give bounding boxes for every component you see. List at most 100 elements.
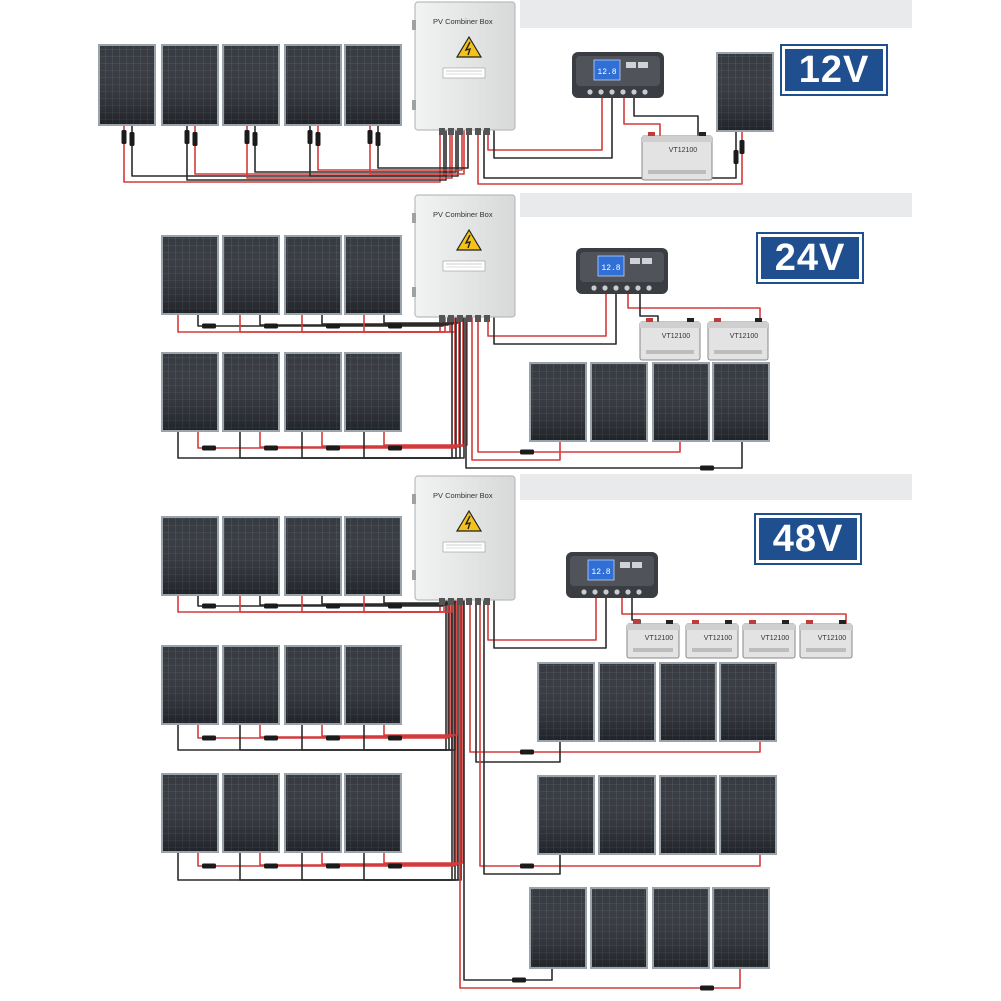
- high-voltage-warning-icon: [455, 509, 483, 532]
- solar-panel: [344, 516, 402, 596]
- solar-panel: [344, 235, 402, 315]
- mc4-connector: [326, 603, 340, 609]
- mc4-connector: [700, 465, 714, 471]
- negative-wire: [493, 598, 607, 649]
- positive-wire: [317, 126, 463, 171]
- mc4-connector: [121, 130, 127, 144]
- charge-controller: 12.8: [566, 552, 658, 598]
- section-band: [520, 193, 912, 217]
- positive-wire: [123, 126, 441, 183]
- combiner-box-title: PV Combiner Box: [433, 210, 493, 219]
- solar-panel: [344, 773, 402, 853]
- battery: VT12100: [641, 132, 713, 181]
- mc4-connector: [315, 132, 321, 146]
- battery: VT12100: [639, 318, 701, 361]
- mc4-connector: [388, 445, 402, 451]
- mc4-connector: [129, 132, 135, 146]
- controller-reading: 12.8: [601, 264, 620, 273]
- mc4-connector: [520, 749, 534, 755]
- high-voltage-warning-icon: [455, 228, 483, 251]
- negative-wire: [363, 600, 456, 751]
- mc4-connector: [202, 445, 216, 451]
- positive-wire: [477, 317, 681, 453]
- mc4-connector: [326, 735, 340, 741]
- negative-wire: [493, 292, 617, 345]
- mc4-connector: [326, 863, 340, 869]
- positive-wire: [479, 600, 761, 867]
- negative-wire: [254, 126, 457, 173]
- solar-panel: [590, 887, 648, 969]
- positive-wire: [459, 600, 741, 989]
- solar-panel: [161, 645, 219, 725]
- mc4-connector: [264, 603, 278, 609]
- solar-panel: [222, 516, 280, 596]
- positive-wire: [259, 317, 460, 448]
- negative-wire: [483, 600, 561, 875]
- positive-wire: [627, 292, 761, 322]
- mc4-connector: [326, 445, 340, 451]
- solar-panel: [344, 44, 402, 126]
- mc4-connector: [739, 140, 745, 154]
- solar-panel: [284, 44, 342, 126]
- solar-panel: [537, 662, 595, 742]
- solar-panel: [284, 773, 342, 853]
- battery: VT12100: [742, 620, 796, 659]
- positive-wire: [471, 317, 561, 461]
- solar-panel: [161, 773, 219, 853]
- positive-wire: [197, 600, 449, 739]
- positive-wire: [246, 126, 453, 179]
- positive-wire: [383, 600, 458, 736]
- mc4-connector: [192, 132, 198, 146]
- controller-display: [593, 59, 621, 81]
- positive-wire: [621, 598, 847, 624]
- mc4-connector: [375, 132, 381, 146]
- mc4-connector: [202, 603, 216, 609]
- mc4-connector: [520, 863, 534, 869]
- solar-panel: [344, 645, 402, 725]
- mc4-connector: [512, 977, 526, 983]
- battery-label: VT12100: [818, 635, 847, 642]
- solar-panel: [719, 662, 777, 742]
- controller-display: [587, 559, 615, 581]
- solar-panel: [222, 44, 280, 126]
- positive-wire: [623, 98, 661, 136]
- solar-panel: [284, 645, 342, 725]
- voltage-badge-24v: 24V: [756, 232, 864, 284]
- mc4-connector: [244, 130, 250, 144]
- solar-panel: [98, 44, 156, 126]
- negative-wire: [309, 126, 459, 177]
- solar-panel: [222, 235, 280, 315]
- battery-label: VT12100: [730, 333, 759, 340]
- mc4-connector: [733, 150, 739, 164]
- solar-panel: [712, 362, 770, 442]
- mc4-connector: [388, 863, 402, 869]
- solar-panel: [598, 662, 656, 742]
- negative-wire: [463, 600, 553, 981]
- charge-controller: 12.8: [572, 52, 664, 98]
- negative-wire: [465, 317, 743, 469]
- combiner-box-title: PV Combiner Box: [433, 17, 493, 26]
- mc4-connector: [202, 323, 216, 329]
- combiner-box-title: PV Combiner Box: [433, 491, 493, 500]
- pv-combiner-box: PV Combiner Box: [412, 475, 516, 605]
- charge-controller: 12.8: [576, 248, 668, 294]
- battery-label: VT12100: [645, 635, 674, 642]
- solar-panel: [716, 52, 774, 132]
- solar-panel: [652, 362, 710, 442]
- solar-panel: [161, 352, 219, 432]
- solar-panel: [659, 662, 717, 742]
- battery: VT12100: [685, 620, 739, 659]
- mc4-connector: [388, 323, 402, 329]
- mc4-connector: [326, 323, 340, 329]
- positive-wire: [469, 600, 761, 753]
- positive-wire: [194, 126, 451, 175]
- negative-wire: [493, 98, 613, 159]
- mc4-connector: [202, 863, 216, 869]
- pv-combiner-box: PV Combiner Box: [412, 1, 516, 135]
- negative-wire: [639, 292, 659, 322]
- negative-wire: [377, 126, 469, 169]
- mc4-connector: [252, 132, 258, 146]
- negative-wire: [363, 317, 465, 459]
- battery-label: VT12100: [704, 635, 733, 642]
